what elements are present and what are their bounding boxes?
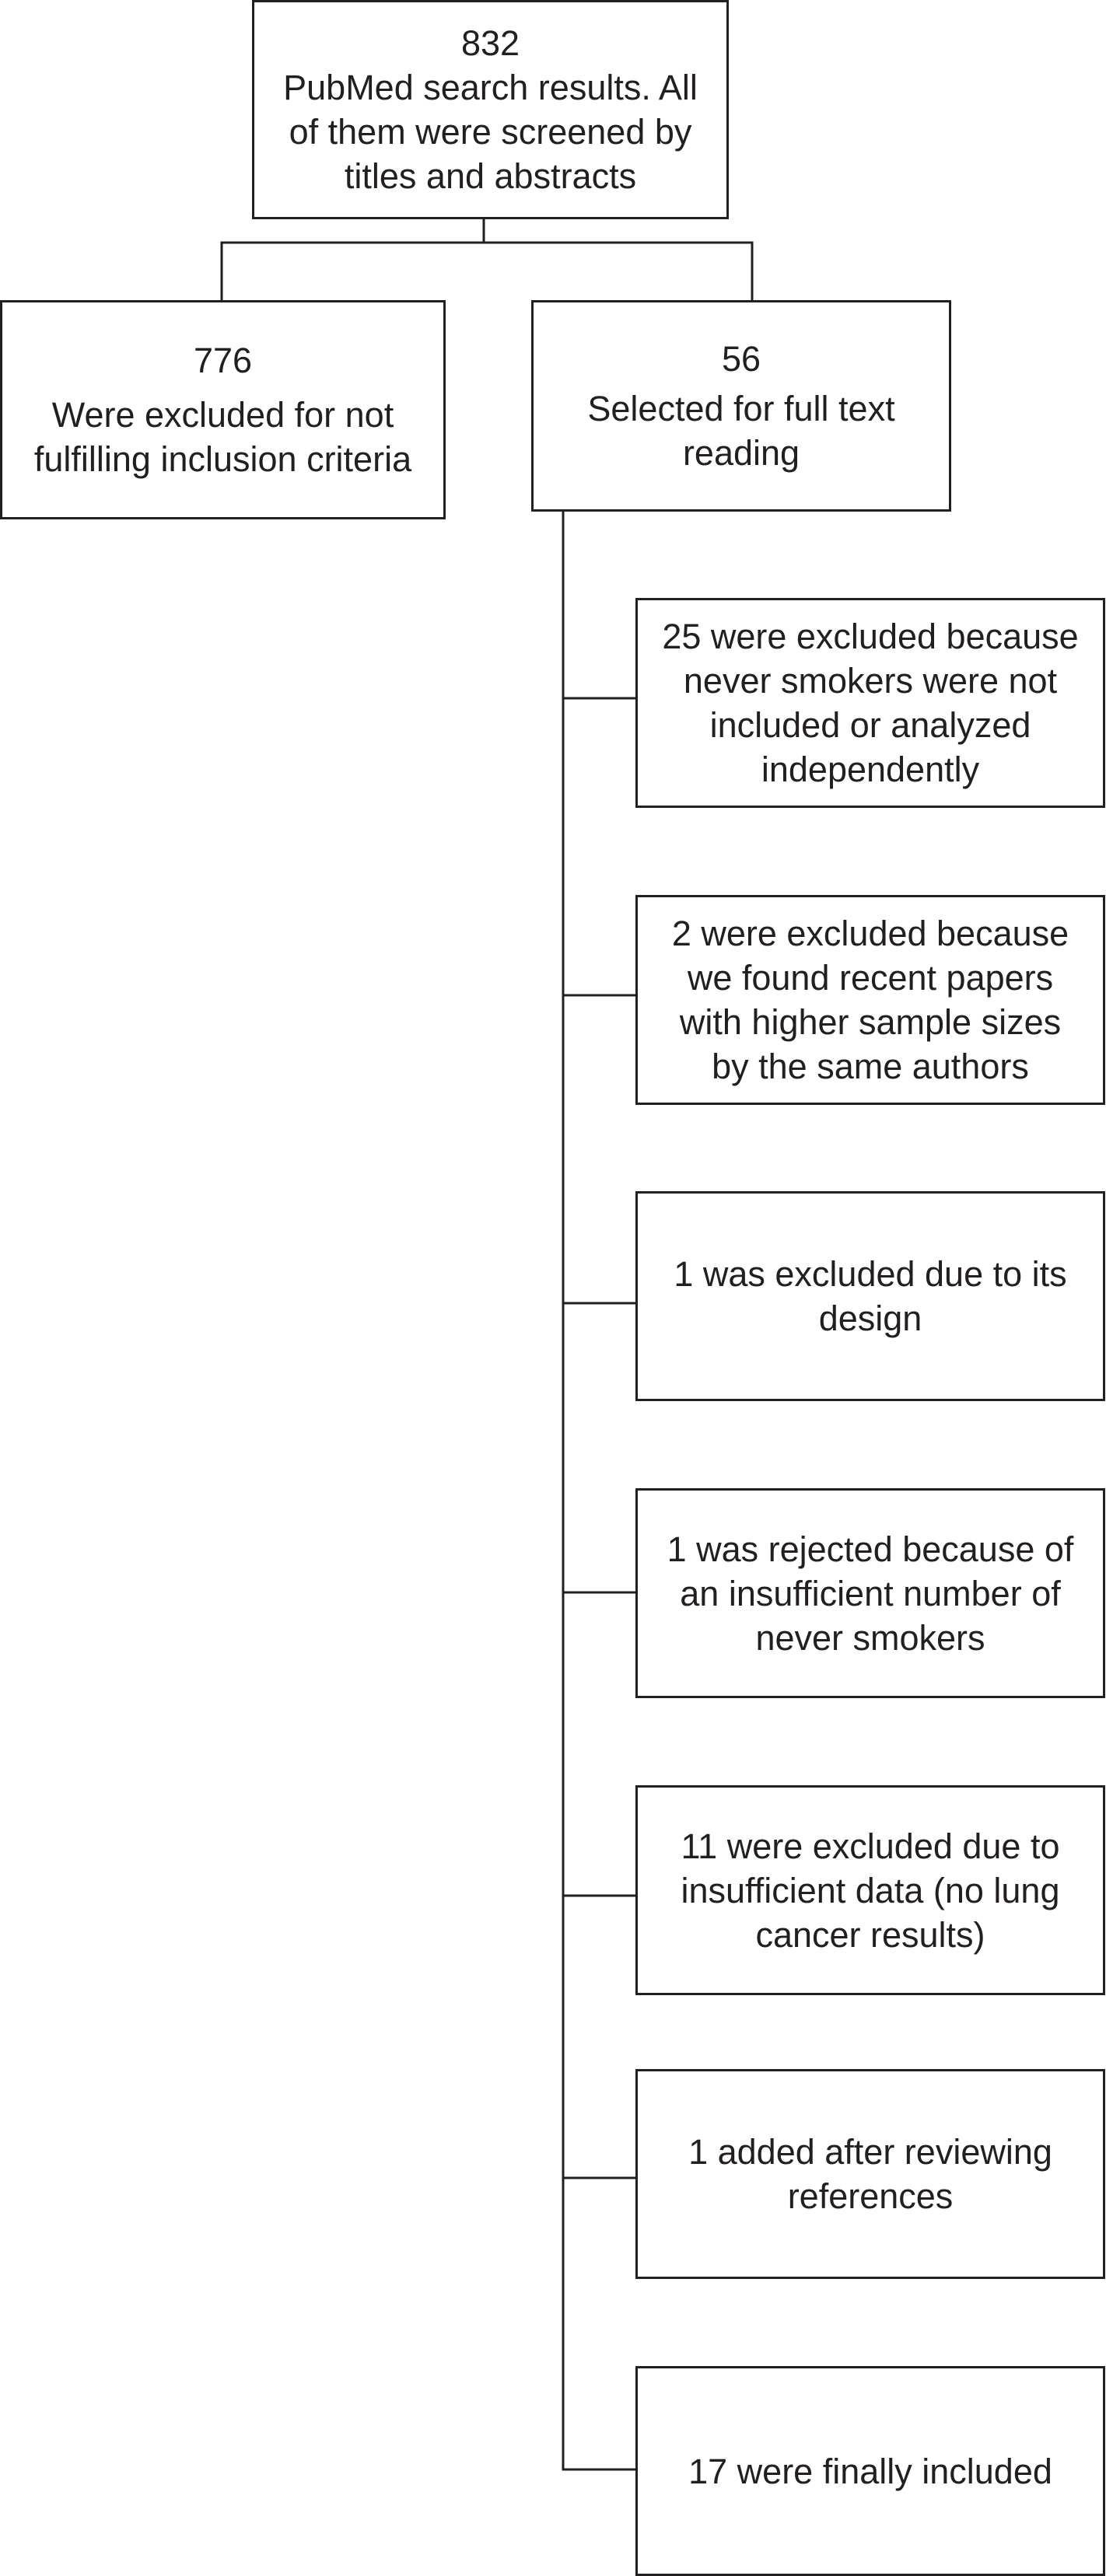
search-results-count: 832	[460, 23, 520, 63]
reason-2-line-3: with higher sample sizes	[679, 1002, 1062, 1042]
reason-5-line-3: cancer results)	[755, 1914, 985, 1955]
reason-box-not-independent: 25 were excluded because never smokers w…	[635, 598, 1105, 808]
reason-box-design: 1 was excluded due to its design	[635, 1191, 1105, 1401]
selected-box: 56 Selected for full text reading	[531, 300, 951, 512]
search-results-line-2: of them were screened by	[289, 112, 692, 152]
excluded-line-1: Were excluded for not	[51, 395, 394, 435]
reason-1-line-3: included or analyzed	[709, 705, 1031, 745]
selected-count: 56	[721, 339, 761, 379]
search-results-line-3: titles and abstracts	[344, 156, 637, 196]
reason-box-insufficient-data: 11 were excluded due to insufficient dat…	[635, 1785, 1105, 1995]
reason-6-line-2: references	[787, 2176, 954, 2216]
final-included-box: 17 were finally included	[635, 2366, 1105, 2576]
search-results-line-1: PubMed search results. All	[283, 68, 698, 107]
final-included-line-1: 17 were finally included	[688, 2451, 1052, 2491]
search-results-box: 832 PubMed search results. All of them w…	[252, 0, 729, 219]
reason-3-line-2: design	[818, 1298, 922, 1338]
reason-6-line-1: 1 added after reviewing	[688, 2132, 1052, 2172]
excluded-box: 776 Were excluded for not fulfilling inc…	[0, 300, 446, 519]
reason-1-line-4: independently	[761, 750, 980, 789]
reason-5-line-1: 11 were excluded due to	[681, 1826, 1060, 1866]
reason-2-line-4: by the same authors	[712, 1047, 1029, 1086]
excluded-count: 776	[193, 341, 253, 380]
excluded-line-2: fulfilling inclusion criteria	[33, 439, 412, 479]
reason-box-insufficient-never-smokers: 1 was rejected because of an insufficien…	[635, 1488, 1105, 1698]
reason-2-line-2: we found recent papers	[687, 958, 1054, 998]
selected-line-1: Selected for full text	[587, 389, 895, 428]
reason-3-line-1: 1 was excluded due to its	[674, 1254, 1067, 1294]
reason-5-line-2: insufficient data (no lung	[681, 1870, 1060, 1910]
reason-4-line-3: never smokers	[755, 1617, 985, 1658]
reason-1-line-1: 25 were excluded because	[662, 617, 1079, 656]
reason-2-line-1: 2 were excluded because	[671, 914, 1069, 953]
reason-1-line-2: never smokers were not	[683, 661, 1058, 701]
reason-box-added-references: 1 added after reviewing references	[635, 2069, 1105, 2279]
reason-4-line-2: an insufficient number of	[680, 1573, 1061, 1613]
reason-4-line-1: 1 was rejected because of	[667, 1529, 1074, 1569]
reason-box-duplicate-authors: 2 were excluded because we found recent …	[635, 895, 1105, 1105]
selected-line-2: reading	[682, 433, 800, 473]
